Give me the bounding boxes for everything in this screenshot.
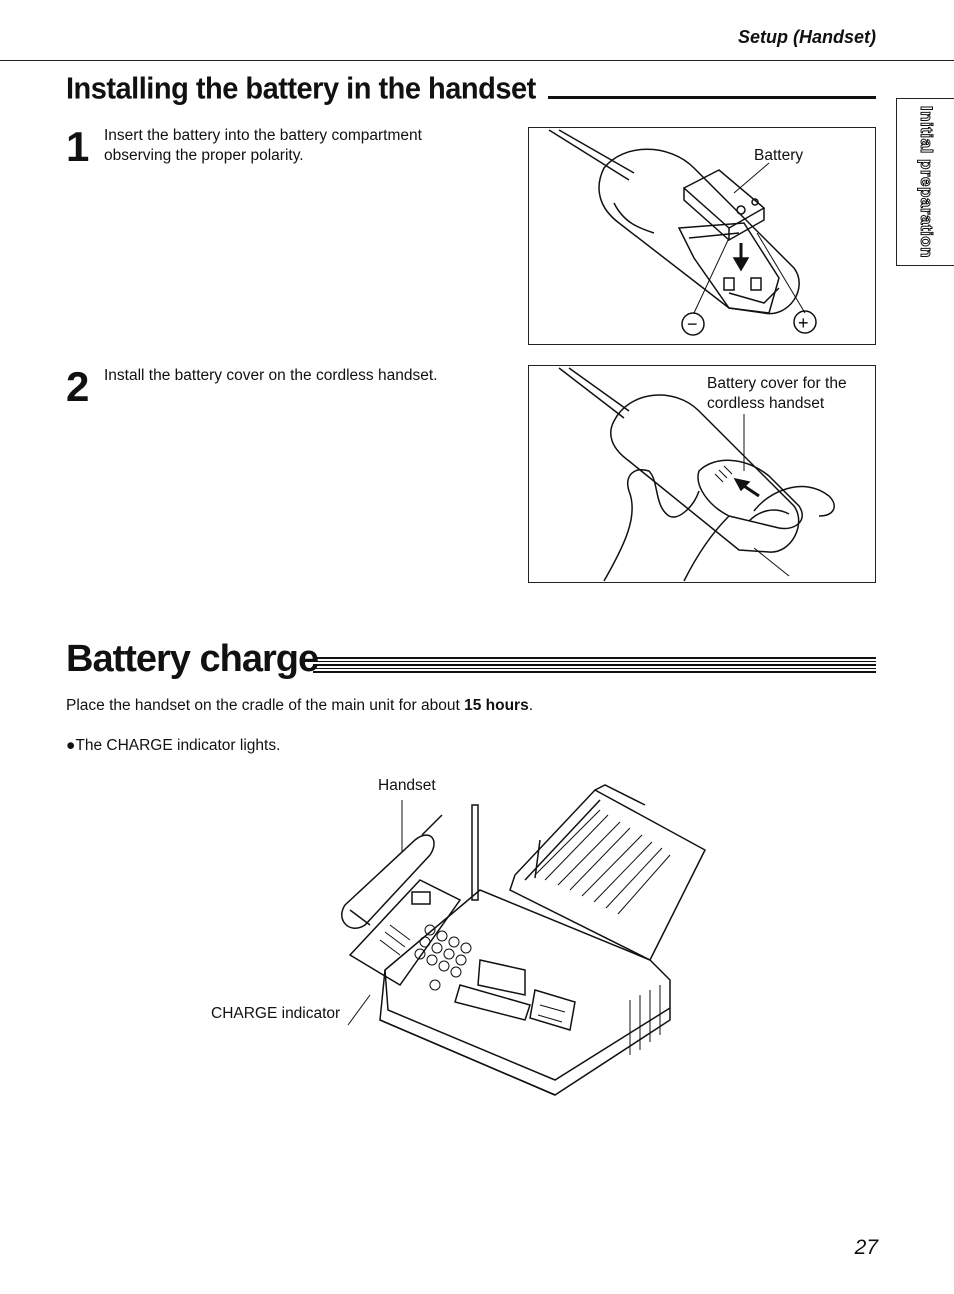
step-1-number: 1 bbox=[66, 123, 90, 170]
battery-cover-figure: Battery cover for the cordless handset bbox=[528, 365, 876, 583]
battery-cover-label-line-1: Battery cover for the bbox=[707, 375, 847, 392]
battery-insert-illustration: − + bbox=[548, 129, 817, 336]
header-rule bbox=[0, 60, 954, 61]
step-1-line-1: Insert the battery into the battery comp… bbox=[104, 127, 422, 144]
install-title-rule bbox=[548, 96, 876, 99]
step-1-line-2: observing the proper polarity. bbox=[104, 147, 304, 164]
charge-indicator-label: CHARGE indicator bbox=[211, 1005, 341, 1022]
battery-cover-label-line-2: cordless handset bbox=[707, 395, 825, 412]
charge-instruction: Place the handset on the cradle of the m… bbox=[66, 697, 533, 715]
battery-label: Battery bbox=[754, 147, 804, 164]
install-title: Installing the battery in the handset bbox=[66, 72, 536, 106]
charge-title-rule bbox=[313, 657, 876, 675]
fax-machine-illustration bbox=[341, 784, 706, 1096]
step-2-text: Install the battery cover on the cordles… bbox=[104, 366, 437, 386]
page-number: 27 bbox=[854, 1236, 878, 1259]
charge-title: Battery charge bbox=[66, 638, 319, 680]
handset-label: Handset bbox=[378, 777, 436, 794]
fax-machine-figure: Handset bbox=[330, 777, 720, 1100]
charge-instruction-start: Place the handset on the cradle of the m… bbox=[66, 697, 465, 714]
plus-symbol: + bbox=[798, 313, 809, 333]
minus-symbol: − bbox=[687, 314, 698, 334]
battery-cover-illustration bbox=[558, 367, 835, 582]
charge-instruction-end: . bbox=[528, 697, 534, 714]
step-1-text: Insert the battery into the battery comp… bbox=[104, 126, 422, 166]
charge-hours: 15 hours bbox=[464, 697, 529, 714]
side-tab: Initial preparation bbox=[896, 98, 954, 266]
charge-bullet: ●The CHARGE indicator lights. bbox=[66, 737, 281, 754]
side-tab-label: Initial preparation bbox=[916, 105, 936, 259]
section-header: Setup (Handset) bbox=[737, 27, 876, 47]
step-2-number: 2 bbox=[66, 363, 90, 410]
step-2-line-1: Install the battery cover on the cordles… bbox=[104, 367, 438, 384]
battery-insert-figure: − + Battery bbox=[528, 127, 876, 345]
battery-cover-label: Battery cover for the cordless handset bbox=[707, 374, 847, 414]
